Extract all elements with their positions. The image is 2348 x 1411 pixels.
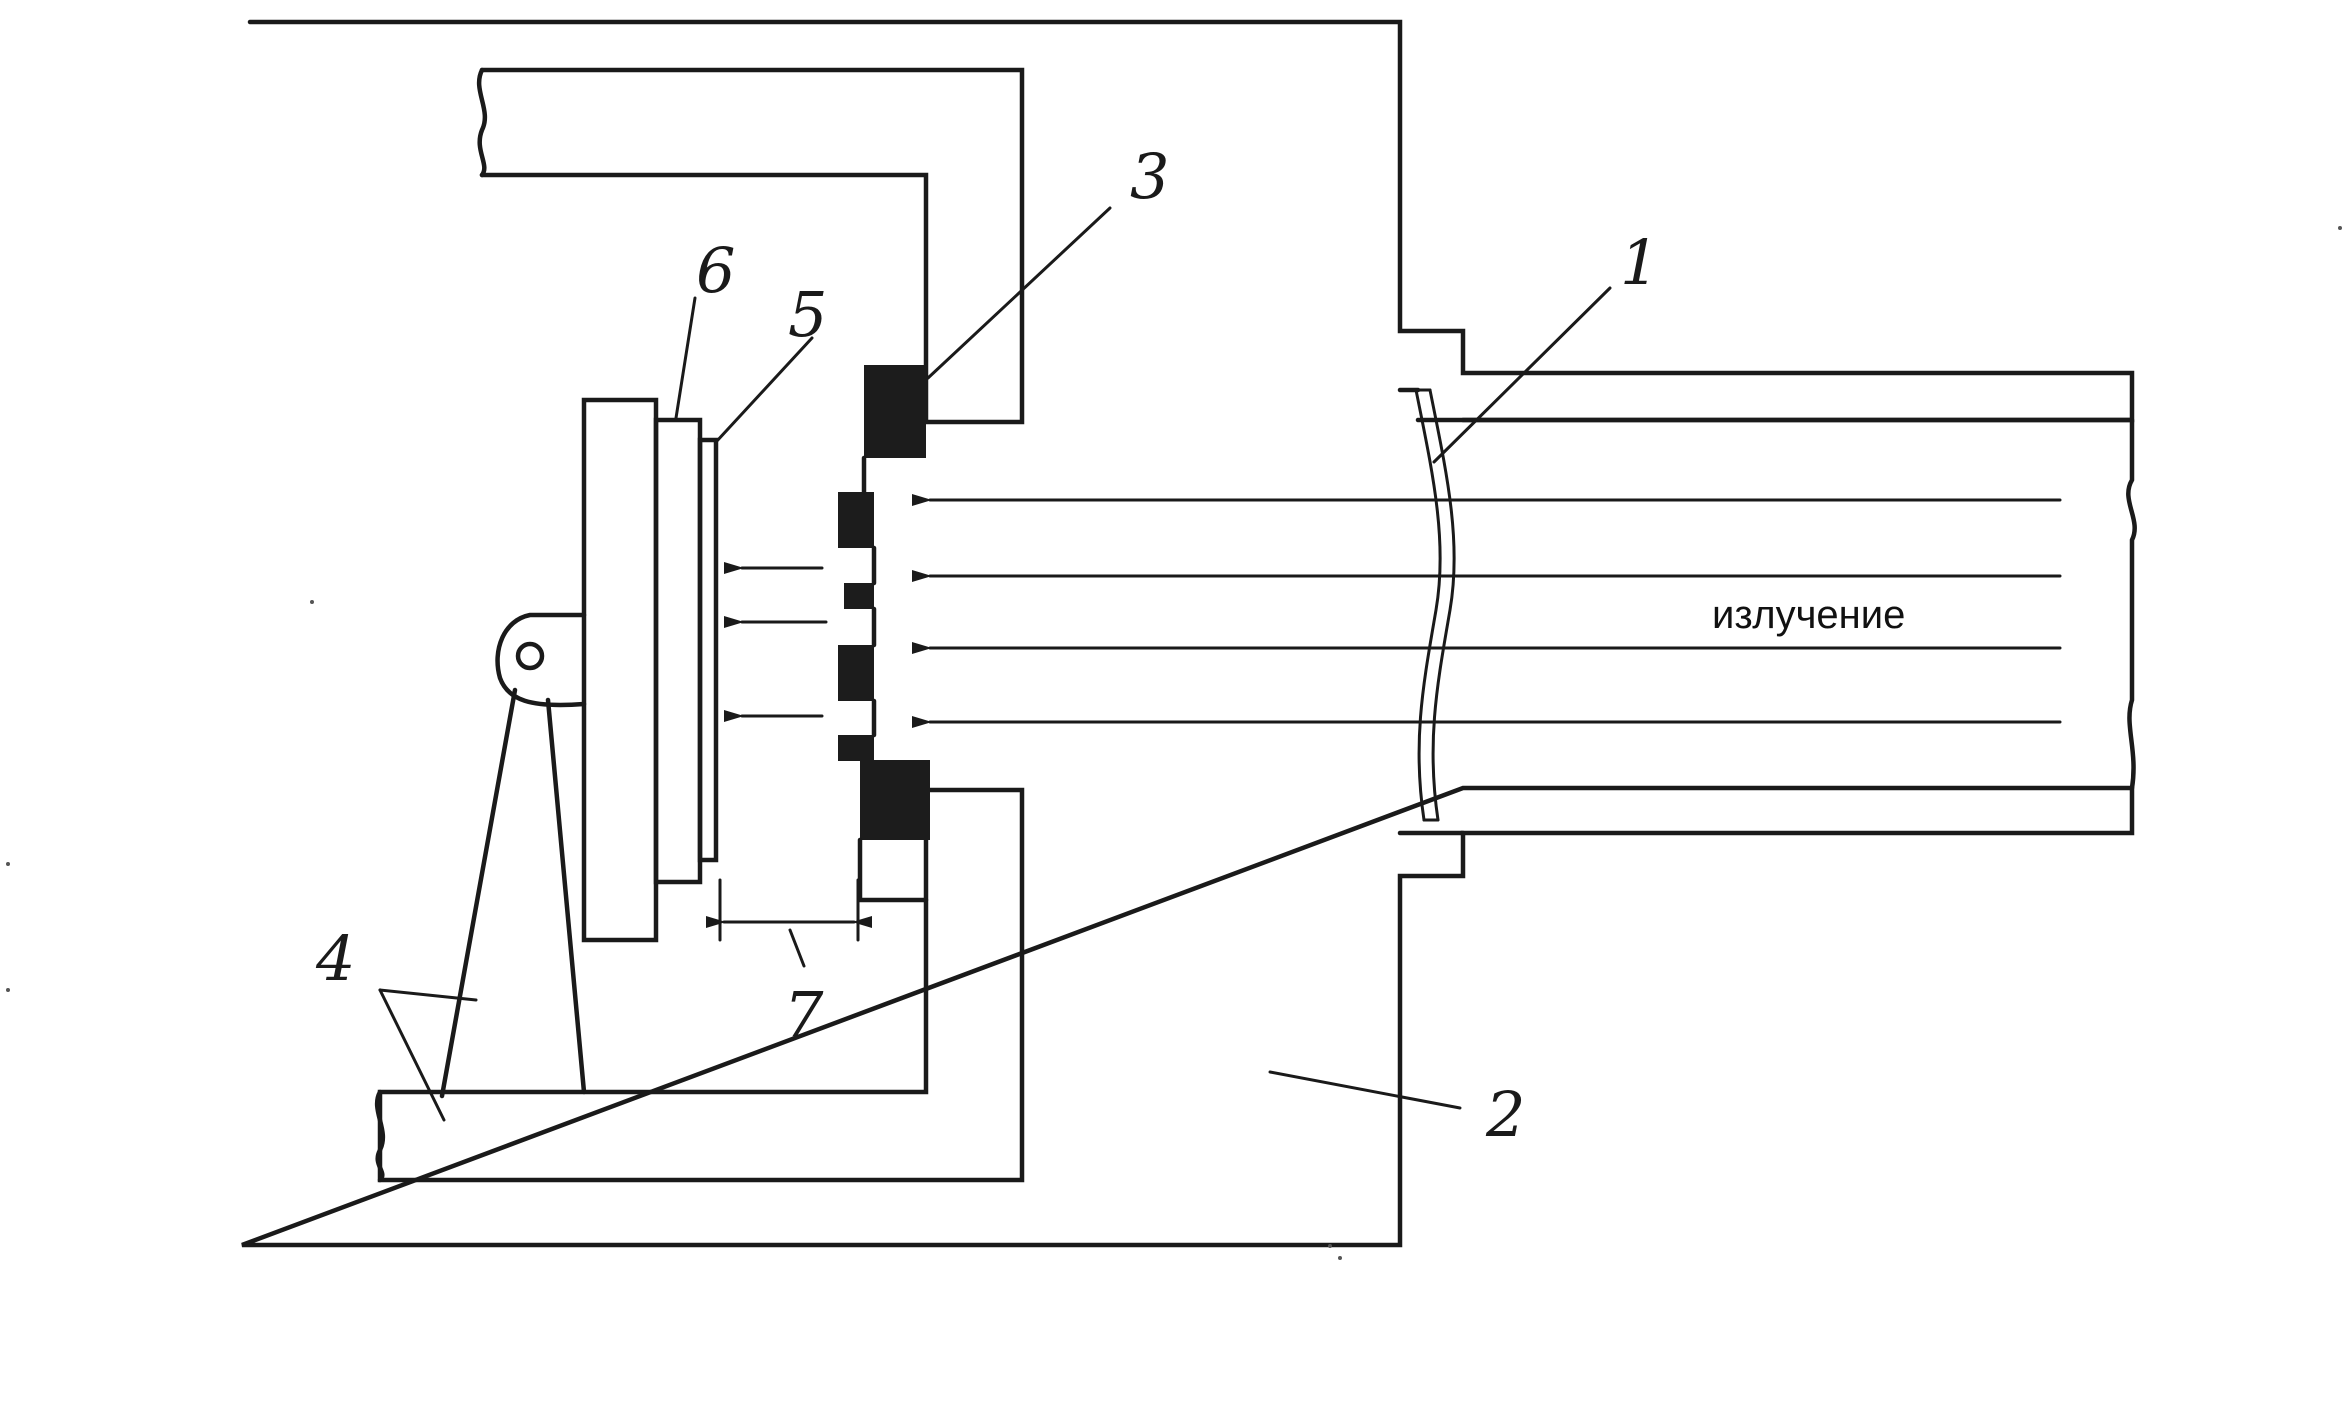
scan-specks [6,226,2342,1260]
inner-holder-lower-break [374,1089,386,1183]
inner-holder-upper-break [476,67,488,178]
holder-plate-6 [581,397,659,943]
label-5: 5 [788,278,827,351]
window-foil [1414,388,1456,822]
support-4 [439,612,587,1099]
beam-tube-upper-wall [1397,387,2137,791]
beam-arrows [912,494,2062,728]
leader-lines [378,206,1612,1122]
label-2: 2 [1485,1078,1525,1151]
transmitted-arrows [724,562,828,722]
label-3: 3 [1130,140,1169,213]
outer-chamber [241,19,2135,1248]
inner-holder-upper [479,67,1025,425]
label-4: 4 [315,922,355,995]
gap-dimension-7 [706,878,872,942]
film-5 [697,437,719,863]
radiation-label: излучение [1712,593,1905,637]
plate-6-inner [653,417,703,885]
label-6: 6 [696,234,735,307]
label-1: 1 [1620,226,1659,299]
mask-collimator [838,365,930,903]
label-7: 7 [784,978,824,1051]
